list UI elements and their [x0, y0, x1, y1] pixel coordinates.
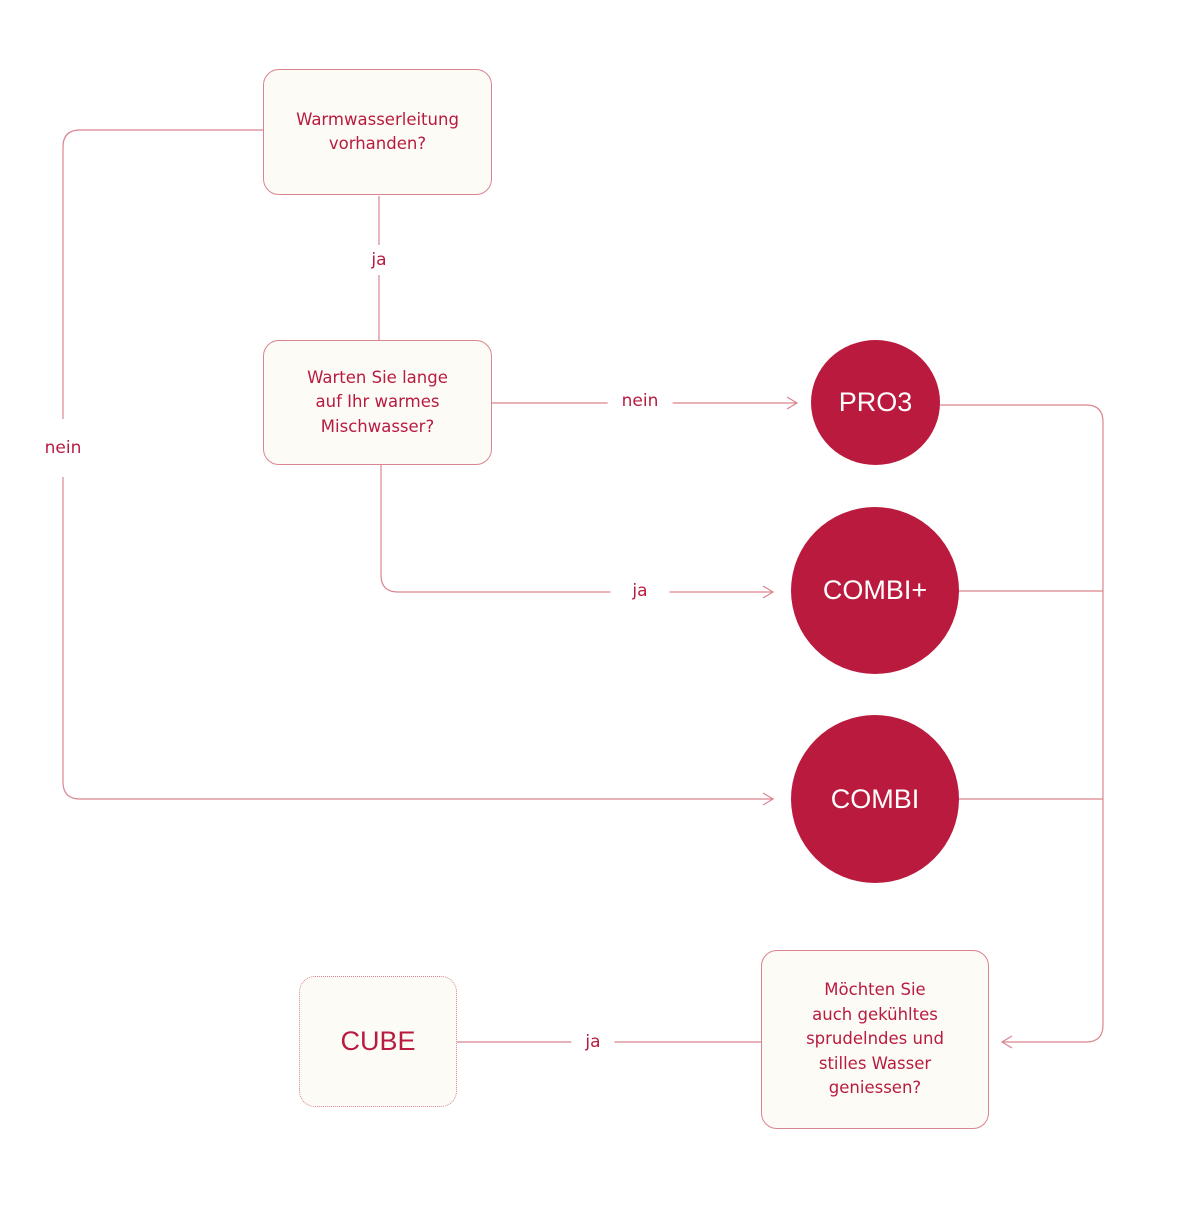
question-hot-water-line: Warmwasserleitung vorhanden?	[263, 69, 492, 195]
result-pro3: PRO3	[811, 340, 940, 465]
question-sparkling-water: Möchten Sie auch gekühltes sprudelndes u…	[761, 950, 989, 1129]
edge-label-q1-nein: nein	[42, 419, 84, 477]
connector-q2-combiplus	[380, 465, 773, 593]
arrowhead-pro3	[786, 396, 799, 410]
result-combi-plus: COMBI+	[791, 507, 959, 674]
question-wait-for-mixed-water: Warten Sie lange auf Ihr warmes Mischwas…	[263, 340, 492, 465]
edge-label-q3-ja: ja	[571, 1031, 615, 1053]
arrowhead-combi	[762, 792, 775, 806]
connector-products-q3	[940, 404, 1104, 1043]
edge-label-q1-ja: ja	[369, 245, 389, 275]
edge-label-q2-nein: nein	[607, 390, 673, 412]
edge-label-q2-ja: ja	[610, 580, 670, 602]
result-combi: COMBI	[791, 715, 959, 883]
arrowhead-combiplus	[762, 585, 775, 599]
arrowhead-q3	[1000, 1035, 1013, 1049]
result-cube: CUBE	[299, 976, 457, 1107]
